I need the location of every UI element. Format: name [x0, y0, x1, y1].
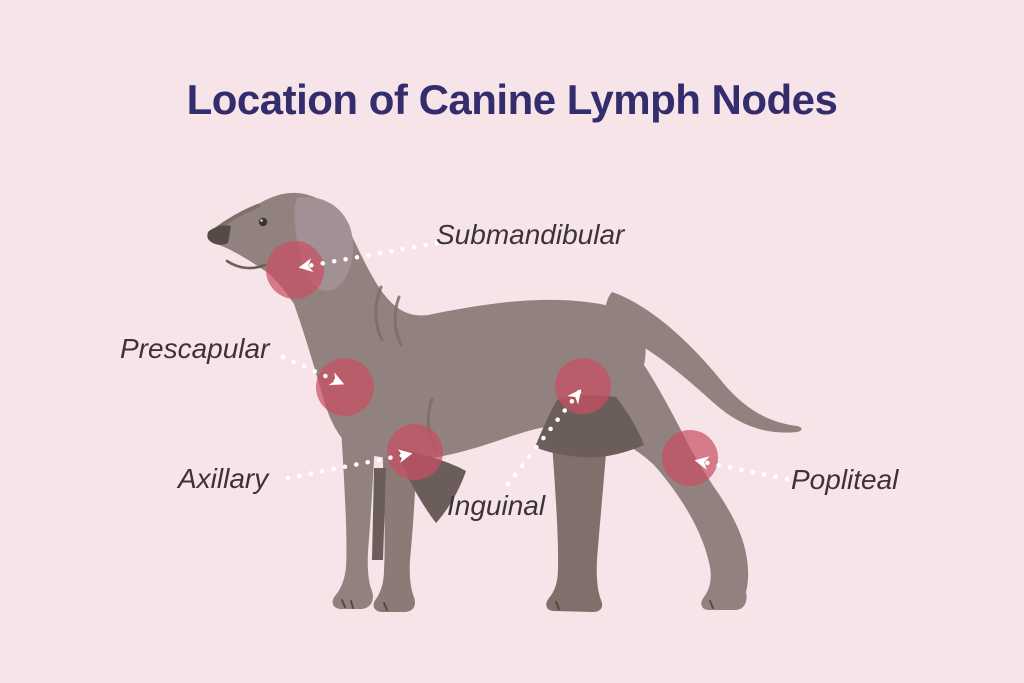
inguinal-node-marker — [555, 358, 611, 414]
dog-mouth — [225, 259, 267, 270]
submandibular-node-marker — [266, 241, 324, 299]
dog-groin-shadow — [535, 395, 644, 458]
dog-between-front-legs-shadow — [372, 468, 386, 560]
inguinal-label: Inguinal — [447, 490, 546, 521]
axillary-leader-line — [285, 449, 413, 481]
inguinal-leader-line — [505, 389, 582, 487]
prescapular-label: Prescapular — [120, 333, 270, 364]
axillary-node-marker — [387, 424, 443, 480]
popliteal-node-marker — [662, 430, 718, 486]
submandibular-leader-line — [298, 240, 440, 273]
dog-eye-highlight — [260, 219, 263, 222]
dog-near-front-leg — [332, 412, 376, 609]
axillary-label: Axillary — [178, 463, 269, 494]
dog-eye — [258, 217, 268, 227]
dog-body — [211, 192, 749, 610]
dog-claw-marks — [341, 599, 714, 611]
leader-lines — [280, 240, 790, 487]
prescapular-node-marker — [316, 358, 374, 416]
popliteal-leader-line — [694, 456, 790, 482]
prescapular-leader-line — [280, 354, 345, 386]
submandibular-label: Submandibular — [436, 219, 625, 250]
dog-nose — [207, 225, 231, 245]
dog-tail — [604, 292, 802, 433]
popliteal-label: Popliteal — [791, 464, 899, 495]
page-title: Location of Canine Lymph Nodes — [186, 76, 838, 123]
